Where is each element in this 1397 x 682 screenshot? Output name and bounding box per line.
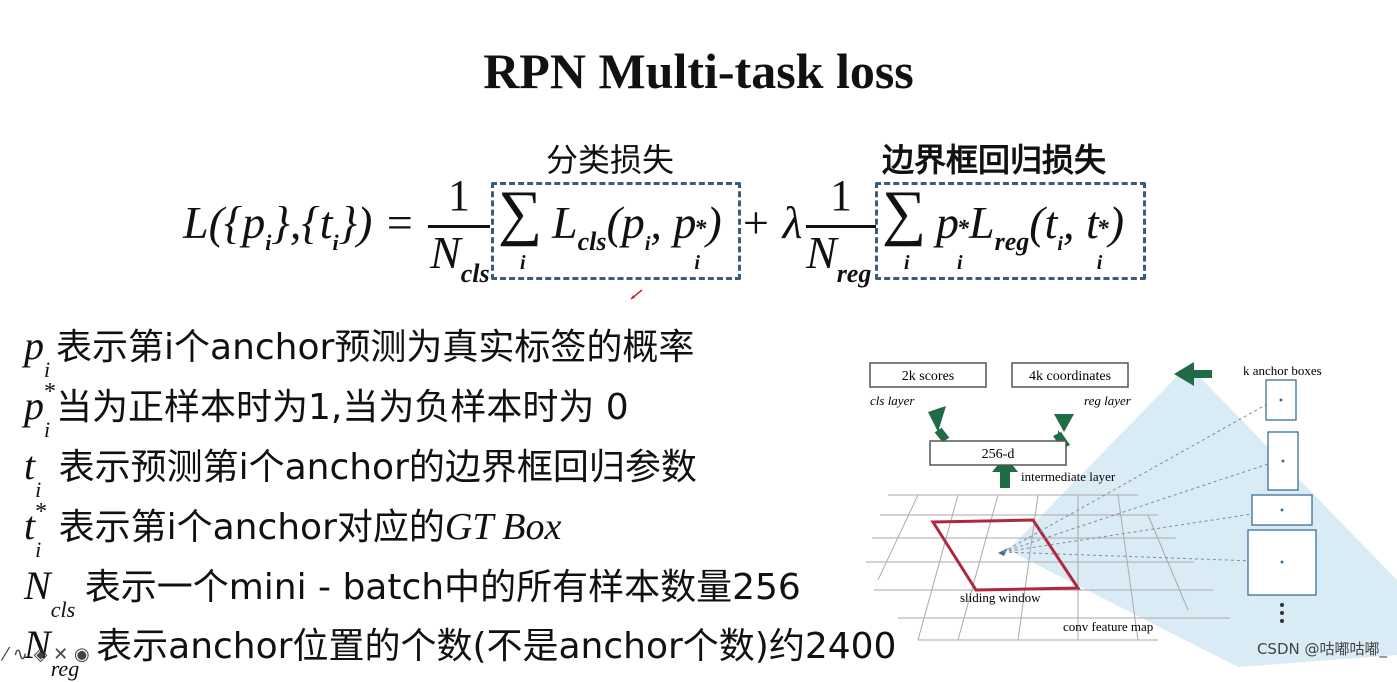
coords-box (1011, 362, 1129, 388)
cls-loss-caption: 分类损失 (546, 141, 675, 179)
symbol-letter: N (24, 563, 51, 608)
frac-one-cls: 1 (448, 171, 470, 220)
close-tool-icon[interactable]: ✕ (53, 644, 69, 665)
sum-cls-index: i (520, 252, 526, 274)
definition-text: 表示anchor位置的个数(不是anchor个数)约2400 (84, 626, 897, 667)
intermediate-layer-label: intermediate layer (1021, 469, 1116, 484)
reg-loss-box (875, 182, 1146, 280)
symbol-subscript: cls (50, 597, 76, 622)
page-title: RPN Multi-task loss (483, 43, 914, 99)
intermediate-box-label: 256-d (982, 447, 1015, 462)
definition-text: 表示第i个anchor对应的 (47, 507, 445, 548)
frac-line-reg (806, 225, 876, 228)
coords-label: 4k coordinates (1029, 369, 1111, 384)
symbol-subscript: i (35, 477, 42, 502)
cls-layer-label: cls layer (870, 393, 915, 408)
definition-text: 表示一个mini - batch中的所有样本数量256 (84, 567, 801, 608)
record-icon[interactable]: ◉ (73, 644, 90, 665)
sum-cls: ∑ (498, 179, 543, 247)
lcls-term: Lcls(pi, p*i) (552, 197, 722, 274)
footer-watermark: CSDN @咕嘟咕嘟_ (1256, 640, 1387, 658)
nreg-symbol: Nreg (806, 227, 872, 288)
eraser-icon[interactable]: ◈ (33, 644, 48, 665)
sum-reg-index: i (904, 252, 910, 274)
reg-layer-label: reg layer (1084, 393, 1132, 408)
symbol-letter: N (24, 622, 51, 667)
definition-tail: GT Box (444, 506, 562, 548)
sliding-window-label: sliding window (960, 590, 1041, 605)
scores-box (869, 362, 987, 388)
symbol-subscript: i (35, 537, 42, 562)
symbol-letter: t (24, 443, 36, 488)
sum-reg: ∑ (882, 179, 927, 247)
curve-icon[interactable]: ∿ (12, 644, 28, 665)
symbol-subscript: i (44, 357, 51, 382)
frac-one-reg: 1 (830, 171, 852, 220)
frac-line-cls (428, 225, 490, 228)
sliding-window (930, 518, 1081, 592)
pen-icon[interactable]: ⁄ (4, 644, 8, 665)
scores-label: 2k scores (902, 369, 955, 384)
more-anchors-dots (1280, 603, 1284, 623)
definition-text: 表示预测第i个anchor的边界框回归参数 (47, 447, 697, 488)
cls-loss-box (491, 182, 741, 280)
ncls-symbol: Ncls (430, 227, 490, 288)
reg-loss-caption: 边界框回归损失 (882, 141, 1107, 179)
rpn-diagram: 2k scores 4k coordinates cls layer reg l… (866, 362, 1397, 667)
formula-lhs: L({pi},{ti}) = (183, 197, 415, 255)
definition-text: 当为正样本时为1,当为负样本时为 0 (56, 387, 629, 428)
presentation-toolbar: ⁄ ∿ ◈ ✕ ◉ (4, 644, 90, 665)
feature-map-grid (866, 494, 1230, 641)
cursor-mark-icon (630, 289, 643, 300)
feature-map-label: conv feature map (1063, 619, 1153, 634)
anchor-rays (1002, 397, 1284, 563)
anchor-boxes-label: k anchor boxes (1243, 363, 1322, 378)
symbol-superscript: * (35, 499, 48, 525)
symbol-letter: t (24, 503, 36, 548)
symbol-letter: p (24, 383, 44, 428)
intermediate-box (929, 440, 1067, 466)
plus-lambda: + λ (740, 197, 803, 248)
symbol-superscript: * (44, 379, 56, 405)
symbol-subscript: i (44, 417, 51, 442)
definition-text: 表示第i个anchor预测为真实标签的概率 (56, 327, 695, 368)
symbol-letter: p (24, 323, 44, 368)
